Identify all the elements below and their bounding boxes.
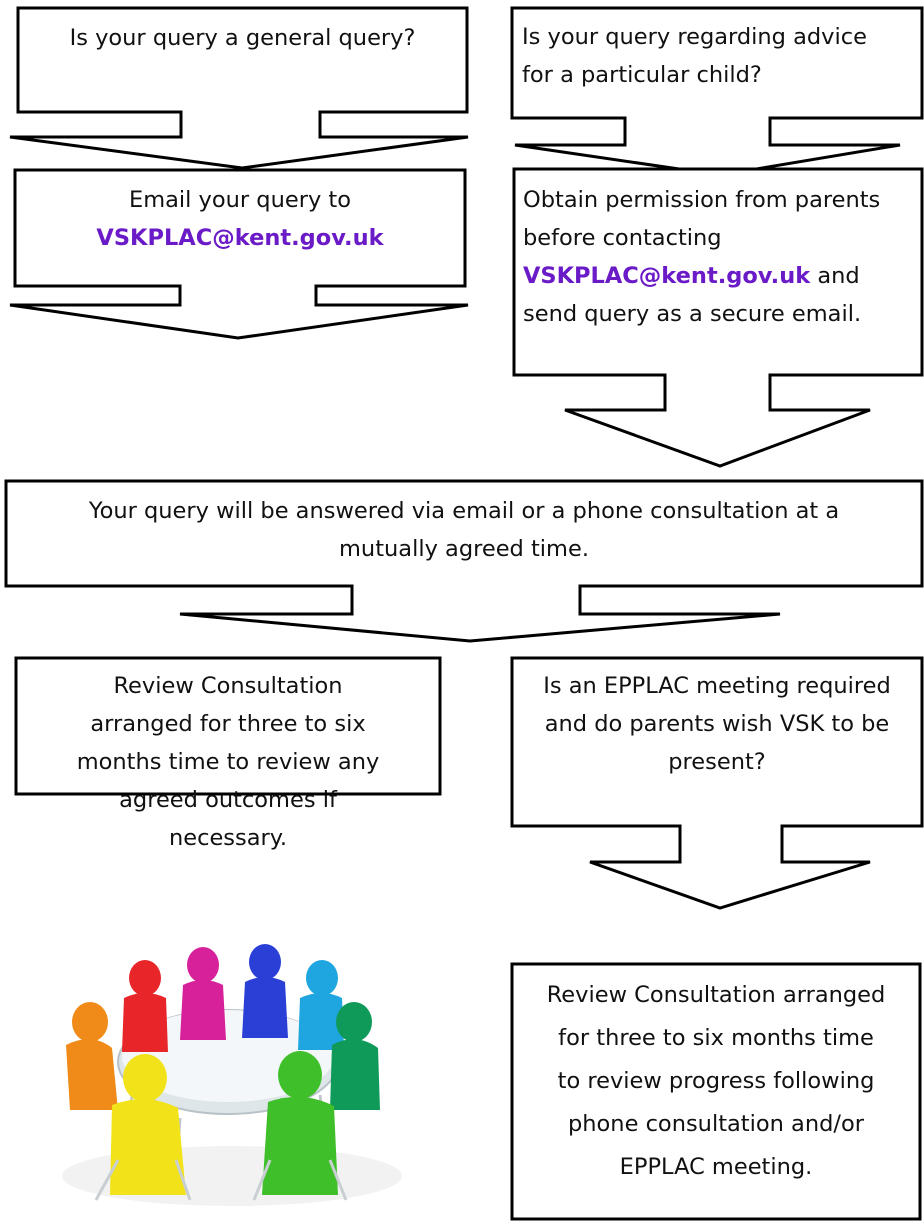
answered-line1: Your query will be answered via email or…: [88, 498, 840, 524]
review-right-box: [510, 962, 922, 1221]
review-right-label: Review Consultation arranged for three t…: [512, 974, 920, 1189]
general-query-text: Is your query a general query?: [69, 25, 416, 51]
review-right-line3: to review progress following: [557, 1068, 875, 1094]
review-left-line4: agreed outcomes if: [119, 787, 337, 813]
review-right-line1: Review Consultation arranged: [546, 982, 886, 1008]
email-query-callout: [9, 168, 469, 340]
general-query-label: Is your query a general query?: [18, 19, 467, 57]
review-left-label: Review Consultation arranged for three t…: [16, 667, 440, 857]
epplac-question-callout: [510, 656, 924, 910]
review-right-line2: for three to six months time: [558, 1025, 874, 1051]
obtain-permission-and: and: [810, 263, 860, 289]
general-query-callout: [9, 6, 469, 170]
review-right-line4: phone consultation and/or: [568, 1111, 864, 1137]
particular-child-label: Is your query regarding advice for a par…: [522, 18, 918, 94]
email-query-line1: Email your query to: [128, 187, 351, 213]
obtain-permission-line2: before contacting: [523, 225, 722, 251]
review-left-line1: Review Consultation: [113, 673, 343, 699]
review-right-line5: EPPLAC meeting.: [619, 1154, 813, 1180]
email-link[interactable]: VSKPLAC@kent.gov.uk: [96, 225, 384, 251]
particular-child-line1: Is your query regarding advice: [522, 24, 867, 50]
review-left-line5: necessary.: [168, 825, 288, 851]
answered-callout: [4, 479, 924, 643]
obtain-permission-line3: VSKPLAC@kent.gov.uk and: [523, 257, 919, 295]
answered-line2: mutually agreed time.: [339, 536, 589, 562]
epplac-question-line2: and do parents wish VSK to be: [544, 711, 890, 737]
obtain-permission-line4: send query as a secure email.: [523, 301, 862, 327]
epplac-question-label: Is an EPPLAC meeting required and do par…: [512, 667, 922, 781]
obtain-permission-callout: [512, 167, 924, 468]
meeting-people-icon: [62, 944, 402, 1206]
review-left-line3: months time to review any: [76, 749, 380, 775]
email-query-label: Email your query to VSKPLAC@kent.gov.uk: [15, 181, 465, 257]
obtain-permission-label: Obtain permission from parents before co…: [523, 181, 919, 333]
answered-label: Your query will be answered via email or…: [6, 492, 922, 568]
obtain-permission-line1: Obtain permission from parents: [523, 187, 881, 213]
epplac-question-line3: present?: [668, 749, 766, 775]
particular-child-line2: for a particular child?: [522, 62, 762, 88]
permission-email-link[interactable]: VSKPLAC@kent.gov.uk: [523, 263, 811, 289]
review-left-box: [14, 656, 442, 796]
particular-child-callout: [510, 6, 924, 177]
epplac-question-line1: Is an EPPLAC meeting required: [543, 673, 891, 699]
review-left-line2: arranged for three to six: [90, 711, 366, 737]
